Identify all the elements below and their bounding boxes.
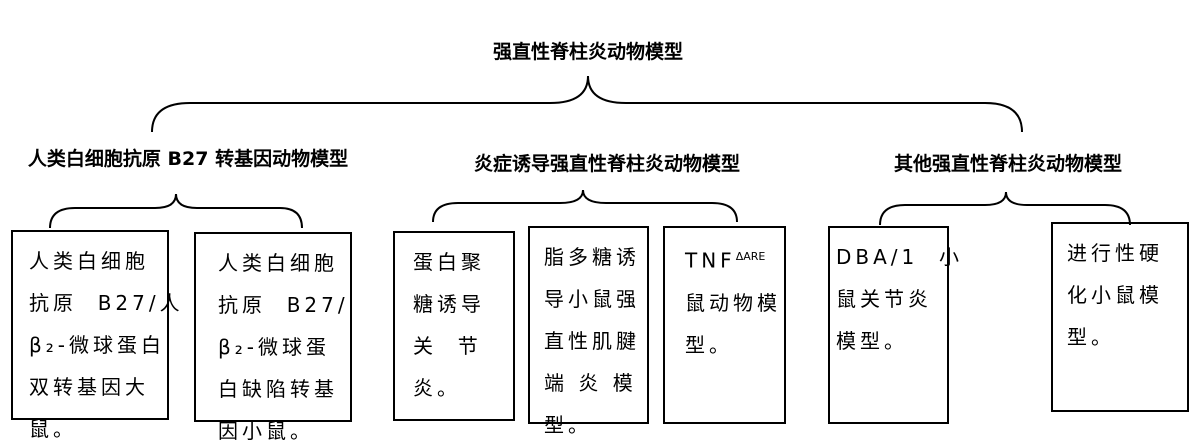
box-line: 鼠动物模	[685, 290, 781, 315]
tnf-label: TNF	[685, 248, 736, 273]
category-heading-other: 其他强直性脊柱炎动物模型	[893, 153, 1123, 175]
box-line: 鼠。	[29, 417, 77, 441]
box-line: DBA/1 小	[836, 245, 963, 269]
box-line: 炎。	[413, 376, 461, 400]
box-line: 进行性硬	[1067, 241, 1163, 265]
box-line: 型。	[1067, 325, 1115, 349]
sub-brace-right	[879, 191, 1131, 226]
box-line: 化小鼠模	[1067, 283, 1163, 307]
box-line: 型。	[685, 332, 733, 357]
box-line: 脂多糖诱	[544, 245, 640, 269]
category-heading-hla-b27: 人类白细胞抗原 B27 转基因动物模型	[27, 148, 349, 170]
sub-brace-middle	[432, 189, 738, 223]
box-line: 关 节	[413, 334, 482, 358]
box-line: 抗原 B27/人	[29, 291, 184, 315]
model-box: 人类白细胞 抗原 B27/人 β₂-微球蛋白 双转基因大 鼠。	[11, 230, 184, 441]
box-line: β₂-微球蛋白	[29, 333, 165, 357]
box-line: 双转基因大	[29, 375, 149, 399]
box-line: 人类白细胞	[218, 251, 338, 275]
tnf-superscript: ΔARE	[735, 250, 766, 263]
model-box: 进行性硬 化小鼠模 型。	[1051, 222, 1189, 412]
box-line: 直性肌腱	[544, 329, 640, 353]
box-line: 导小鼠强	[544, 287, 640, 311]
model-box: 人类白细胞 抗原 B27/ β₂-微球蛋 白缺陷转基 因小鼠。	[194, 232, 352, 443]
box-line: 因小鼠。	[218, 419, 314, 443]
box-line: 模型。	[836, 329, 908, 353]
model-box: DBA/1 小 鼠关节炎 模型。	[828, 226, 963, 424]
box-line: 鼠关节炎	[836, 287, 932, 311]
box-line: 型。	[544, 413, 592, 437]
model-box: TNFΔARE 鼠动物模 型。	[663, 226, 786, 424]
box-line: 端 炎 模	[544, 371, 637, 395]
sub-brace-left	[49, 193, 303, 229]
category-heading-inflammation: 炎症诱导强直性脊柱炎动物模型	[473, 153, 741, 175]
model-box: 脂多糖诱 导小鼠强 直性肌腱 端 炎 模 型。	[528, 226, 649, 437]
box-line: 抗原 B27/	[218, 293, 349, 317]
diagram-title: 强直性脊柱炎动物模型	[492, 41, 684, 63]
main-brace	[151, 75, 1023, 133]
box-line: 白缺陷转基	[218, 377, 338, 401]
box-line: β₂-微球蛋	[218, 335, 330, 359]
box-line: 蛋白聚	[413, 250, 485, 274]
box-line: 糖诱导	[413, 292, 485, 316]
box-line: 人类白细胞	[29, 249, 149, 273]
model-box: 蛋白聚 糖诱导 关 节 炎。	[393, 231, 515, 421]
box-line: TNFΔARE	[685, 236, 774, 282]
